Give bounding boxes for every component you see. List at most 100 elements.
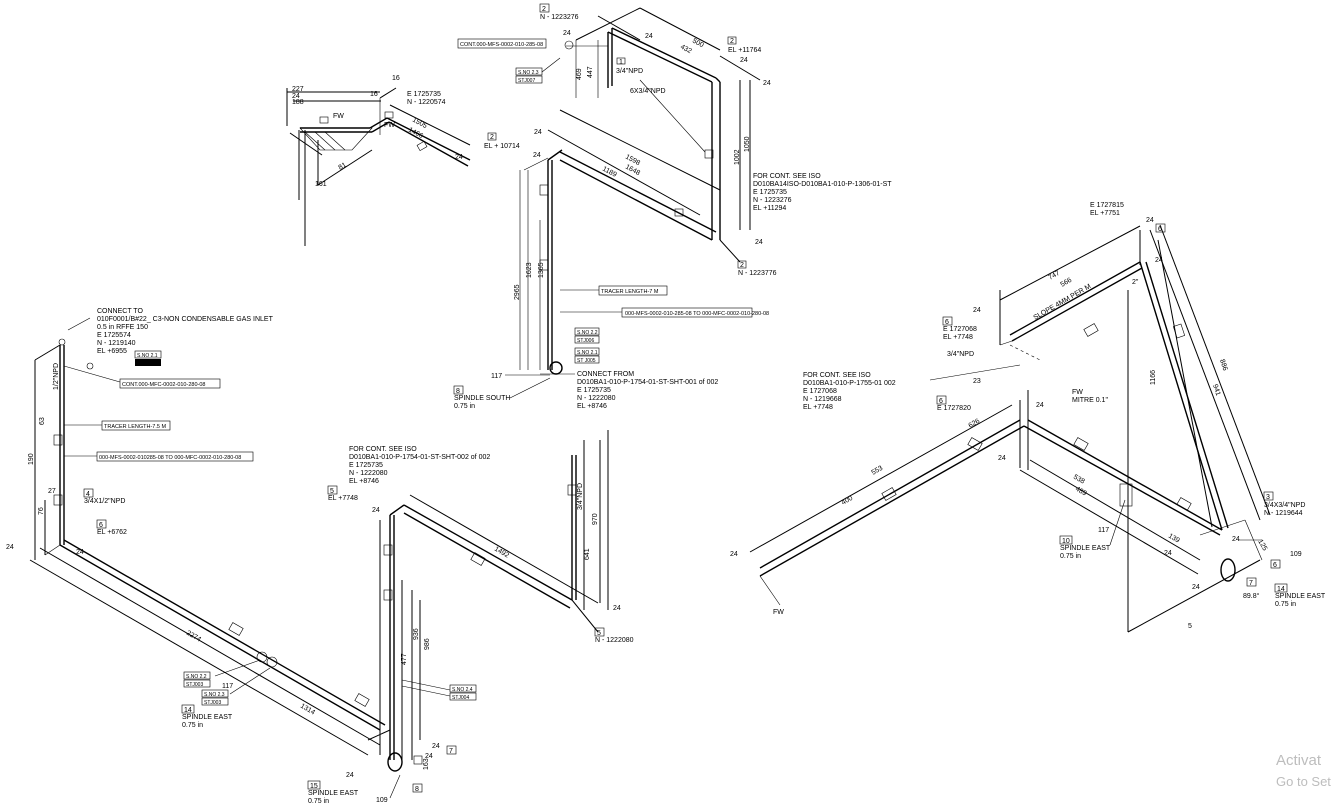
dim-24-l1: 24: [6, 544, 14, 551]
dim-432: 432: [679, 44, 693, 56]
fw-mitre-2: MITRE 0.1": [1072, 397, 1108, 404]
dim-163: 163: [423, 758, 430, 770]
sno-mid-b: STJ006: [577, 338, 594, 344]
spindle-east-10: SPINDLE EAST: [1060, 545, 1111, 552]
dim-24-top5: 24: [755, 239, 763, 246]
tracer-7m: TRACER LENGTH-7 M: [601, 289, 659, 295]
svg-text:6: 6: [1273, 562, 1277, 569]
topleft-n: N - 1220574: [407, 99, 446, 106]
connect-to-2: 010F0001/B#22_ C3-NON CONDENSABLE GAS IN…: [97, 316, 274, 323]
cont-iso-mid-5: EL +8746: [349, 478, 379, 485]
watermark-line1: Activat: [1276, 752, 1322, 769]
dim-24-r9: 24: [730, 551, 738, 558]
spindle-east-10-num: 10: [1062, 538, 1070, 545]
npd-top2: 6X3/4"NPD: [630, 88, 666, 95]
connect-from-1: CONNECT FROM: [577, 371, 634, 378]
dim-477: 477: [401, 653, 408, 665]
sno-mid-a: S.NO 2.2: [577, 330, 598, 336]
connect-to-4: E 1725574: [97, 332, 131, 339]
dim-109-r: 109: [1290, 551, 1302, 558]
cont-iso-right-1: FOR CONT. SEE ISO: [803, 372, 871, 379]
dim-109-b: 109: [376, 797, 388, 804]
right-e-1727068: E 1727068: [943, 326, 977, 333]
el-6762: EL +6762: [97, 529, 127, 536]
mfs-to-mfc-left: 000-MFS-0002-010285-08 TO 000-MFC-0002-0…: [99, 455, 241, 461]
dim-24-b2: 24: [613, 605, 621, 612]
cont-iso-right-5: EL +7748: [803, 404, 833, 411]
el-7748-mid-num: 5: [330, 488, 334, 495]
sno-bot-b: STJ004: [452, 695, 469, 701]
connect-from-3: E 1725735: [577, 387, 611, 394]
spindle-east-15-num: 15: [310, 783, 318, 790]
dim-24c: 24: [455, 154, 463, 161]
dim-1365: 1365: [538, 262, 545, 278]
svg-text:7: 7: [449, 748, 453, 755]
dim-190: 190: [28, 453, 35, 465]
dim-1623: 1623: [526, 262, 533, 278]
sno-left-a: S.NO 2.1: [137, 353, 158, 359]
right-e-1727820: E 1727820: [937, 405, 971, 412]
dim-24-r6: 24: [1164, 550, 1172, 557]
dim-24-top3: 24: [740, 57, 748, 64]
dim-24-r1: 24: [1146, 217, 1154, 224]
dim-400: 400: [841, 495, 855, 507]
spindle-south-in: 0.75 in: [454, 403, 475, 410]
npd-mid: 3/4"NPD: [577, 483, 584, 510]
spindle-east-10-in: 0.75 in: [1060, 553, 1081, 560]
right-e-1727820-num: 6: [939, 398, 943, 405]
dim-24-top: 24: [563, 30, 571, 37]
dim-941: 941: [1211, 383, 1221, 396]
dim-117-l: 117: [222, 683, 233, 690]
dim-2965: 2965: [514, 284, 521, 300]
dim-16b: 16: [392, 75, 400, 82]
npd-half: 1/2"NPD: [53, 363, 60, 390]
dim-24-b4: 24: [425, 753, 433, 760]
dim-936: 936: [413, 628, 420, 640]
right-el-7748: EL +7748: [943, 334, 973, 341]
fw-mitre-1: FW: [1072, 389, 1083, 396]
cont-iso-mid-1: FOR CONT. SEE ISO: [349, 446, 417, 453]
spindle-east-14-in: 0.75 in: [182, 722, 203, 729]
svg-text:2: 2: [730, 38, 734, 45]
right-assembly: E 1727815 EL +7751 24 6 24 2" 747 566 SL…: [730, 202, 1326, 633]
cont-iso-top-3: E 1725735: [753, 189, 787, 196]
top-loop: 2 N - 1223276 CONT.000-MFS-0002-010-285-…: [457, 3, 892, 277]
fw-label-2: FW: [384, 122, 395, 129]
npd-top: 3/4"NPD: [616, 68, 643, 75]
sno-top-b: STJ007: [518, 78, 535, 84]
dim-24-r3: 24: [973, 307, 981, 314]
spindle-east-15: SPINDLE EAST: [308, 790, 359, 797]
spindle-east-14: SPINDLE EAST: [182, 714, 233, 721]
sno-mid-d: ST J005: [577, 358, 596, 364]
cont-iso-mid-4: N - 1222080: [349, 470, 388, 477]
svg-text:7: 7: [1249, 580, 1253, 587]
dim-5: 5: [1188, 623, 1192, 630]
dim-24-c2: 24: [533, 152, 541, 159]
spindle-east-14r-in: 0.75 in: [1275, 601, 1296, 608]
sno-bl-d: STJ003: [204, 700, 221, 706]
right-e-1727068-num: 6: [945, 319, 949, 326]
dim-1002: 1002: [734, 149, 741, 165]
spindle-east-14r: SPINDLE EAST: [1275, 593, 1326, 600]
dim-970: 970: [592, 513, 599, 525]
dim-538: 538: [1072, 474, 1086, 486]
connect-to-6: EL +6955: [97, 348, 127, 355]
cont-iso-top-4: N - 1223276: [753, 197, 792, 204]
dim-24-r8: 24: [1192, 584, 1200, 591]
cont-mfs-top: CONT.000-MFS-0002-010-285-08: [460, 42, 543, 48]
connect-from-2: D010BA1-010-P-1754-01-ST-SHT-001 of 002: [577, 379, 718, 386]
dim-227: 227: [292, 86, 304, 93]
dim-24-r5: 24: [998, 455, 1006, 462]
sno-bl-a: S.NO 2.2: [186, 674, 207, 680]
right-npd: 3/4"NPD: [947, 351, 974, 358]
right-npd2: 3/4X3/4"NPD: [1264, 502, 1305, 509]
dim-81: 81: [338, 162, 348, 172]
sno-top-a: S.NO 2.3: [518, 70, 539, 76]
dim-139: 139: [1167, 533, 1181, 545]
dim-117-c: 117: [491, 373, 502, 380]
watermark-line2: Go to Set: [1276, 774, 1331, 789]
topleft-e: E 1725735: [407, 91, 441, 98]
cont-iso-right-3: E 1727068: [803, 388, 837, 395]
cont-mfc-left: CONT.000-MFC-0002-010-280-08: [122, 382, 205, 388]
